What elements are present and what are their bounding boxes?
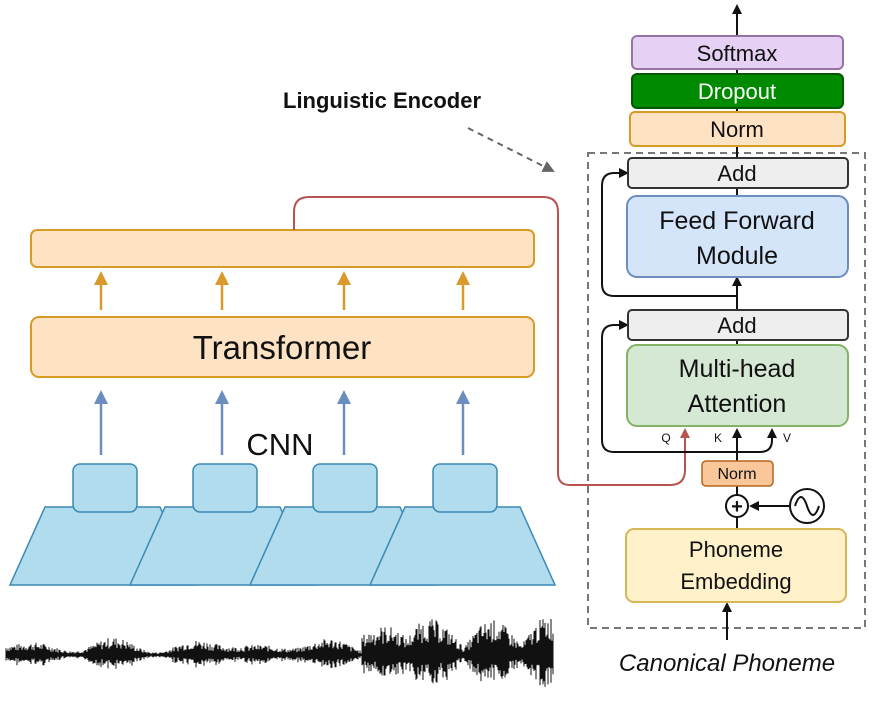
norm-small-box: [701, 460, 774, 487]
softmax-label: Softmax: [697, 41, 778, 66]
phoneme-embedding-box: [625, 528, 847, 603]
sine-wave-circle-icon: [789, 488, 825, 524]
plus-icon: [725, 494, 749, 518]
residual-connection-2: [601, 168, 737, 297]
value-input-arrow: [737, 428, 777, 453]
transformer-output-arrows: [94, 271, 470, 310]
norm-top-box: [629, 111, 846, 147]
audio-waveform-icon: [5, 619, 554, 687]
plus-label: +: [731, 496, 743, 518]
mha-label-line2: Attention: [688, 390, 787, 418]
acoustic-to-query-connector: [293, 196, 690, 486]
feed-forward-label-line1: Feed Forward: [659, 207, 815, 235]
norm-top-label: Norm: [710, 117, 764, 142]
value-label: V: [783, 431, 791, 445]
feed-forward-box: [626, 195, 849, 278]
add-mid-box: [627, 309, 849, 341]
cnn-block: [8, 463, 557, 586]
cnn-head-2: [192, 463, 258, 513]
cnn-trapezoid-4: [368, 506, 557, 586]
softmax-box: [631, 35, 844, 70]
canonical-phoneme-label: Canonical Phoneme: [619, 650, 835, 677]
multi-head-attention-box: [626, 344, 849, 427]
waveform-path: [5, 619, 554, 687]
dropout-label: Dropout: [698, 79, 776, 104]
mha-label-line1: Multi-head: [679, 355, 796, 383]
query-label: Q: [661, 431, 670, 445]
phoneme-embedding-label-line2: Embedding: [680, 569, 791, 594]
encoder-flow-lines: [601, 4, 790, 640]
norm-small-label: Norm: [717, 466, 756, 483]
cnn-head-1: [72, 463, 138, 513]
cnn-head-4: [432, 463, 498, 513]
cnn-to-transformer-arrows: [94, 390, 470, 455]
phoneme-embedding-label-line1: Phoneme: [689, 537, 783, 562]
cnn-head-3: [312, 463, 378, 513]
acoustic-feature-bar: [30, 229, 535, 268]
transformer-box: [30, 316, 535, 378]
linguistic-encoder-label: Linguistic Encoder: [283, 88, 481, 113]
transformer-label: Transformer: [193, 329, 371, 366]
feed-forward-label-line2: Module: [696, 242, 778, 270]
add-top-box: [627, 157, 849, 189]
dropout-box: [631, 73, 844, 109]
key-label: K: [714, 431, 722, 445]
add-mid-label: Add: [717, 313, 756, 338]
add-top-label: Add: [717, 161, 756, 186]
cnn-label: CNN: [246, 427, 313, 462]
residual-connection-1: [601, 320, 737, 453]
linguistic-encoder-pointer: [467, 127, 555, 172]
